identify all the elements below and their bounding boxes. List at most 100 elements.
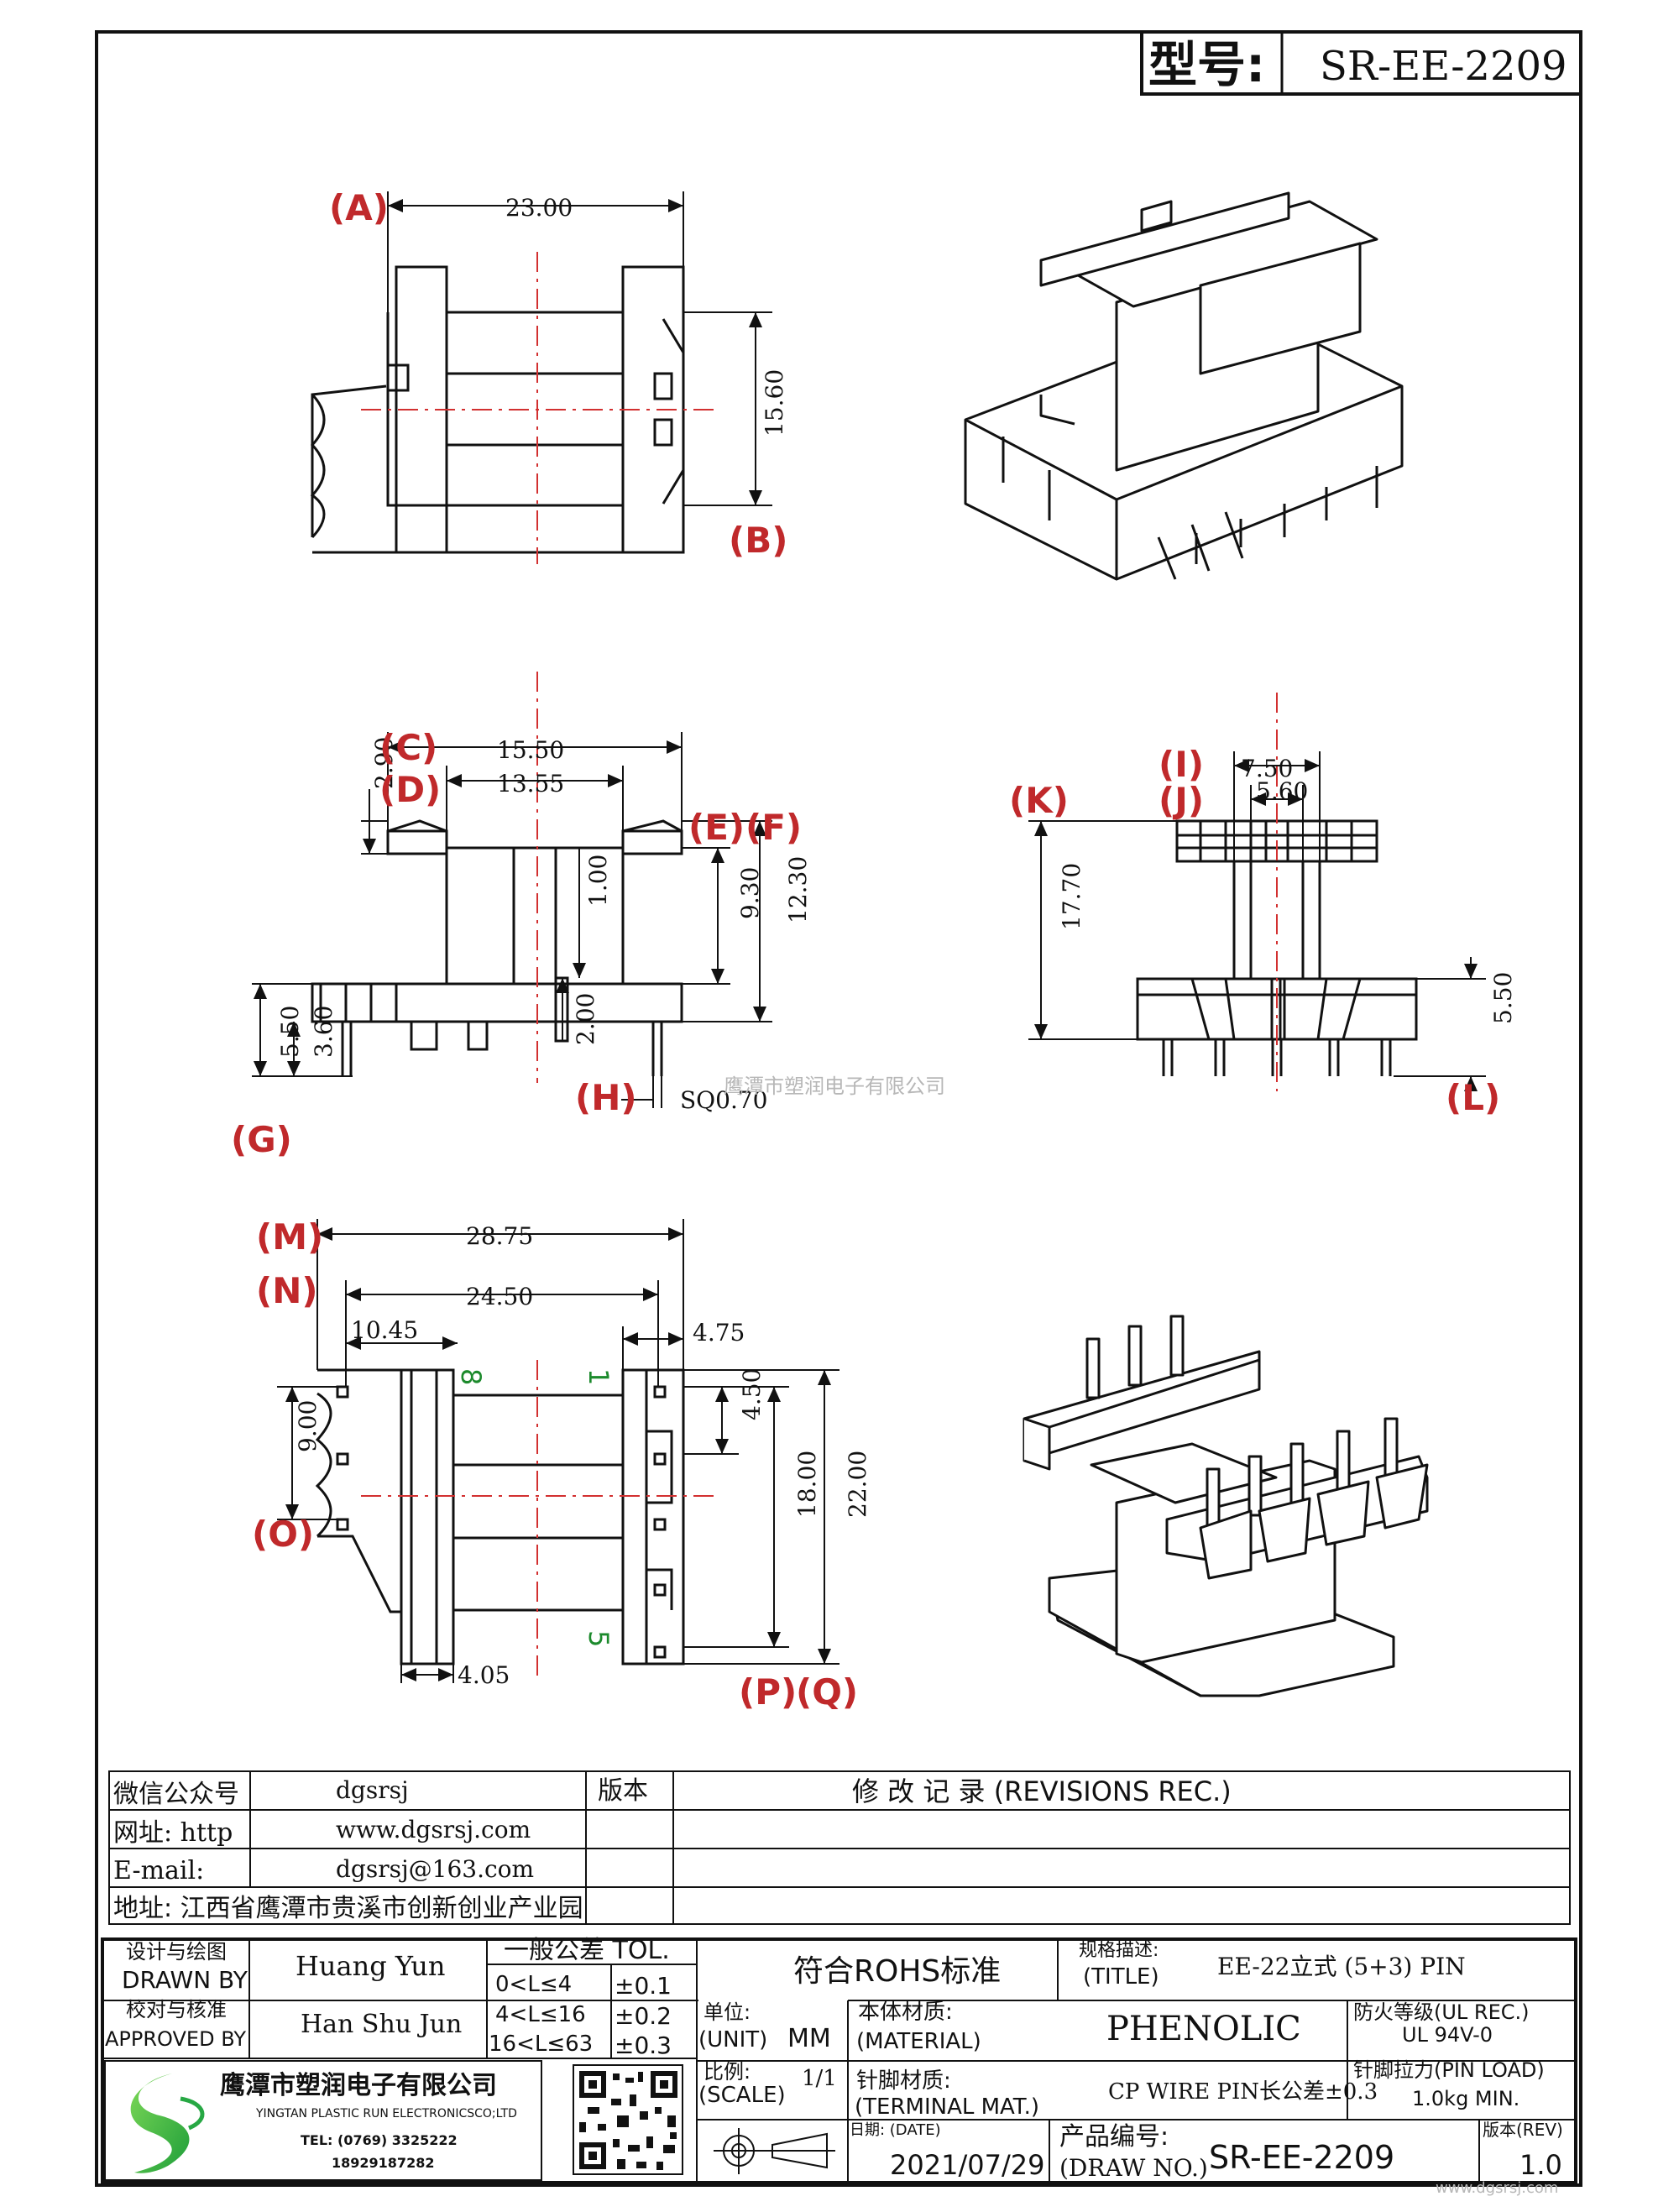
approved-cn: 校对与核准 bbox=[126, 1998, 227, 2021]
tol-value-1: ±0.2 bbox=[615, 2002, 672, 2030]
ref-a: (A) bbox=[329, 187, 389, 228]
projection-symbol bbox=[714, 2128, 835, 2174]
ref-d: (D) bbox=[379, 769, 441, 810]
dim-1: 1.00 bbox=[584, 855, 612, 907]
dim-i: 7.50 bbox=[1241, 755, 1293, 782]
ref-p: (P) bbox=[739, 1671, 797, 1713]
rev-value: 1.0 bbox=[1519, 2149, 1562, 2181]
ref-c: (C) bbox=[379, 727, 437, 768]
ref-e: (E) bbox=[688, 807, 745, 848]
ref-j: (J) bbox=[1159, 780, 1204, 821]
pin-load-cn: 针脚拉力(PIN LOAD) bbox=[1353, 2058, 1545, 2082]
draw-no-value: SR-EE-2209 bbox=[1209, 2139, 1394, 2176]
watermark-site: www.dgsrsj.com bbox=[1436, 2179, 1558, 2197]
address: 地址: 江西省鹰潭市贵溪市创新创业产业园 bbox=[113, 1894, 583, 1923]
date-value: 2021/07/29 bbox=[890, 2149, 1044, 2181]
top-view-centerlines bbox=[361, 252, 714, 564]
title-cn: 规格描述: bbox=[1079, 1940, 1159, 1961]
wechat-label: 微信公众号 bbox=[113, 1780, 239, 1809]
pin-mark-5: 5 bbox=[583, 1630, 615, 1647]
fire-cn: 防火等级(UL REC.) bbox=[1353, 2000, 1530, 2024]
fire-value: UL 94V-0 bbox=[1402, 2023, 1493, 2047]
iso-view-top bbox=[964, 191, 1404, 581]
scale-value: 1/1 bbox=[802, 2066, 837, 2091]
scale-cn: 比例: bbox=[704, 2060, 751, 2084]
dim-2200: 22.00 bbox=[844, 1451, 871, 1518]
tol-value-0: ±0.1 bbox=[615, 1972, 672, 2000]
ref-i: (I) bbox=[1159, 744, 1204, 785]
title-block bbox=[101, 1937, 1577, 2184]
company-tel: TEL: (0769) 3325222 bbox=[301, 2132, 458, 2148]
draw-no-cn: 产品编号: bbox=[1059, 2122, 1169, 2152]
qr-code bbox=[573, 2064, 683, 2175]
drawn-cn: 设计与绘图 bbox=[126, 1940, 227, 1964]
wechat-value: dgsrsj bbox=[336, 1776, 409, 1804]
ref-m: (M) bbox=[256, 1216, 323, 1258]
dim-1045: 10.45 bbox=[351, 1316, 418, 1344]
dim-top-width: 23.00 bbox=[505, 194, 573, 222]
material-en: (MATERIAL) bbox=[856, 2029, 981, 2054]
dim-1800: 18.00 bbox=[793, 1451, 821, 1518]
dim-k: 17.70 bbox=[1058, 863, 1085, 930]
terminal-cn: 针脚材质: bbox=[856, 2068, 951, 2094]
pin-mark-1: 1 bbox=[583, 1368, 615, 1385]
tol-range-2: 16<L≤63 bbox=[489, 2032, 593, 2057]
dim-93: 9.30 bbox=[736, 867, 764, 919]
ref-g: (G) bbox=[231, 1119, 292, 1160]
model-label: 型号: bbox=[1148, 36, 1265, 93]
unit-en: (UNIT) bbox=[698, 2027, 767, 2053]
side-dims bbox=[1028, 751, 1486, 1100]
bottom-view-centerlines bbox=[361, 1360, 714, 1679]
version-label: 版本 bbox=[598, 1776, 648, 1806]
unit-value: MM bbox=[787, 2024, 831, 2053]
drawn-name: Huang Yun bbox=[296, 1950, 445, 1982]
material-value: PHENOLIC bbox=[1106, 2010, 1301, 2048]
tol-head: 一般公差 TOL. bbox=[504, 1936, 670, 1965]
front-view bbox=[311, 819, 683, 1076]
dim-450: 4.50 bbox=[738, 1368, 766, 1420]
approved-en: APPROVED BY bbox=[105, 2027, 246, 2051]
revision-table bbox=[108, 1770, 1571, 1925]
company-cn: 鹰潭市塑润电子有限公司 bbox=[220, 2071, 497, 2100]
model-value: SR-EE-2209 bbox=[1320, 43, 1567, 90]
bottom-view bbox=[315, 1368, 685, 1666]
tol-range-1: 4<L≤16 bbox=[495, 2002, 586, 2027]
dim-top-height: 15.60 bbox=[761, 369, 788, 437]
ref-o: (O) bbox=[252, 1514, 314, 1555]
web-label: 网址: http bbox=[113, 1818, 233, 1848]
drawing-border bbox=[95, 30, 1582, 2187]
front-dims bbox=[252, 732, 772, 1108]
dim-23 bbox=[387, 191, 772, 506]
dim-475: 4.75 bbox=[693, 1319, 745, 1347]
ref-b: (B) bbox=[729, 520, 787, 561]
model-header: 型号: SR-EE-2209 bbox=[1140, 30, 1582, 96]
ref-h: (H) bbox=[575, 1077, 637, 1118]
unit-cn: 单位: bbox=[704, 2000, 751, 2024]
dim-123: 12.30 bbox=[784, 856, 812, 923]
date-label: 日期: (DATE) bbox=[850, 2121, 941, 2139]
web-value: www.dgsrsj.com bbox=[336, 1816, 531, 1843]
company-en: YINGTAN PLASTIC RUN ELECTRONICSCO;LTD bbox=[255, 2107, 517, 2120]
rohs: 符合ROHS标准 bbox=[793, 1954, 1001, 1989]
mail-label: E-mail: bbox=[113, 1856, 204, 1885]
iso-view-bottom bbox=[1023, 1315, 1429, 1697]
ref-f: (F) bbox=[745, 807, 802, 848]
dim-g1: 5.50 bbox=[276, 1006, 304, 1058]
ref-k: (K) bbox=[1009, 780, 1069, 821]
company-block: 鹰潭市塑润电子有限公司 YINGTAN PLASTIC RUN ELECTRON… bbox=[104, 2060, 542, 2181]
pin-load-value: 1.0kg MIN. bbox=[1412, 2087, 1519, 2110]
dim-n: 24.50 bbox=[466, 1283, 533, 1310]
bottom-dims bbox=[277, 1219, 840, 1683]
ref-l: (L) bbox=[1446, 1077, 1500, 1118]
tol-range-0: 0<L≤4 bbox=[495, 1972, 572, 1997]
title-value: EE-22立式 (5+3) PIN bbox=[1217, 1953, 1466, 1980]
material-cn: 本体材质: bbox=[858, 2000, 953, 2025]
dim-900: 9.00 bbox=[294, 1400, 322, 1452]
dim-2: 2.00 bbox=[572, 993, 599, 1045]
revisions-heading: 修 改 记 录 (REVISIONS REC.) bbox=[852, 1775, 1232, 1807]
mail-value: dgsrsj@163.com bbox=[336, 1855, 534, 1883]
dim-j: 5.60 bbox=[1256, 777, 1308, 805]
dim-d: 13.55 bbox=[497, 770, 564, 797]
company-phone: 18929187282 bbox=[332, 2155, 434, 2171]
